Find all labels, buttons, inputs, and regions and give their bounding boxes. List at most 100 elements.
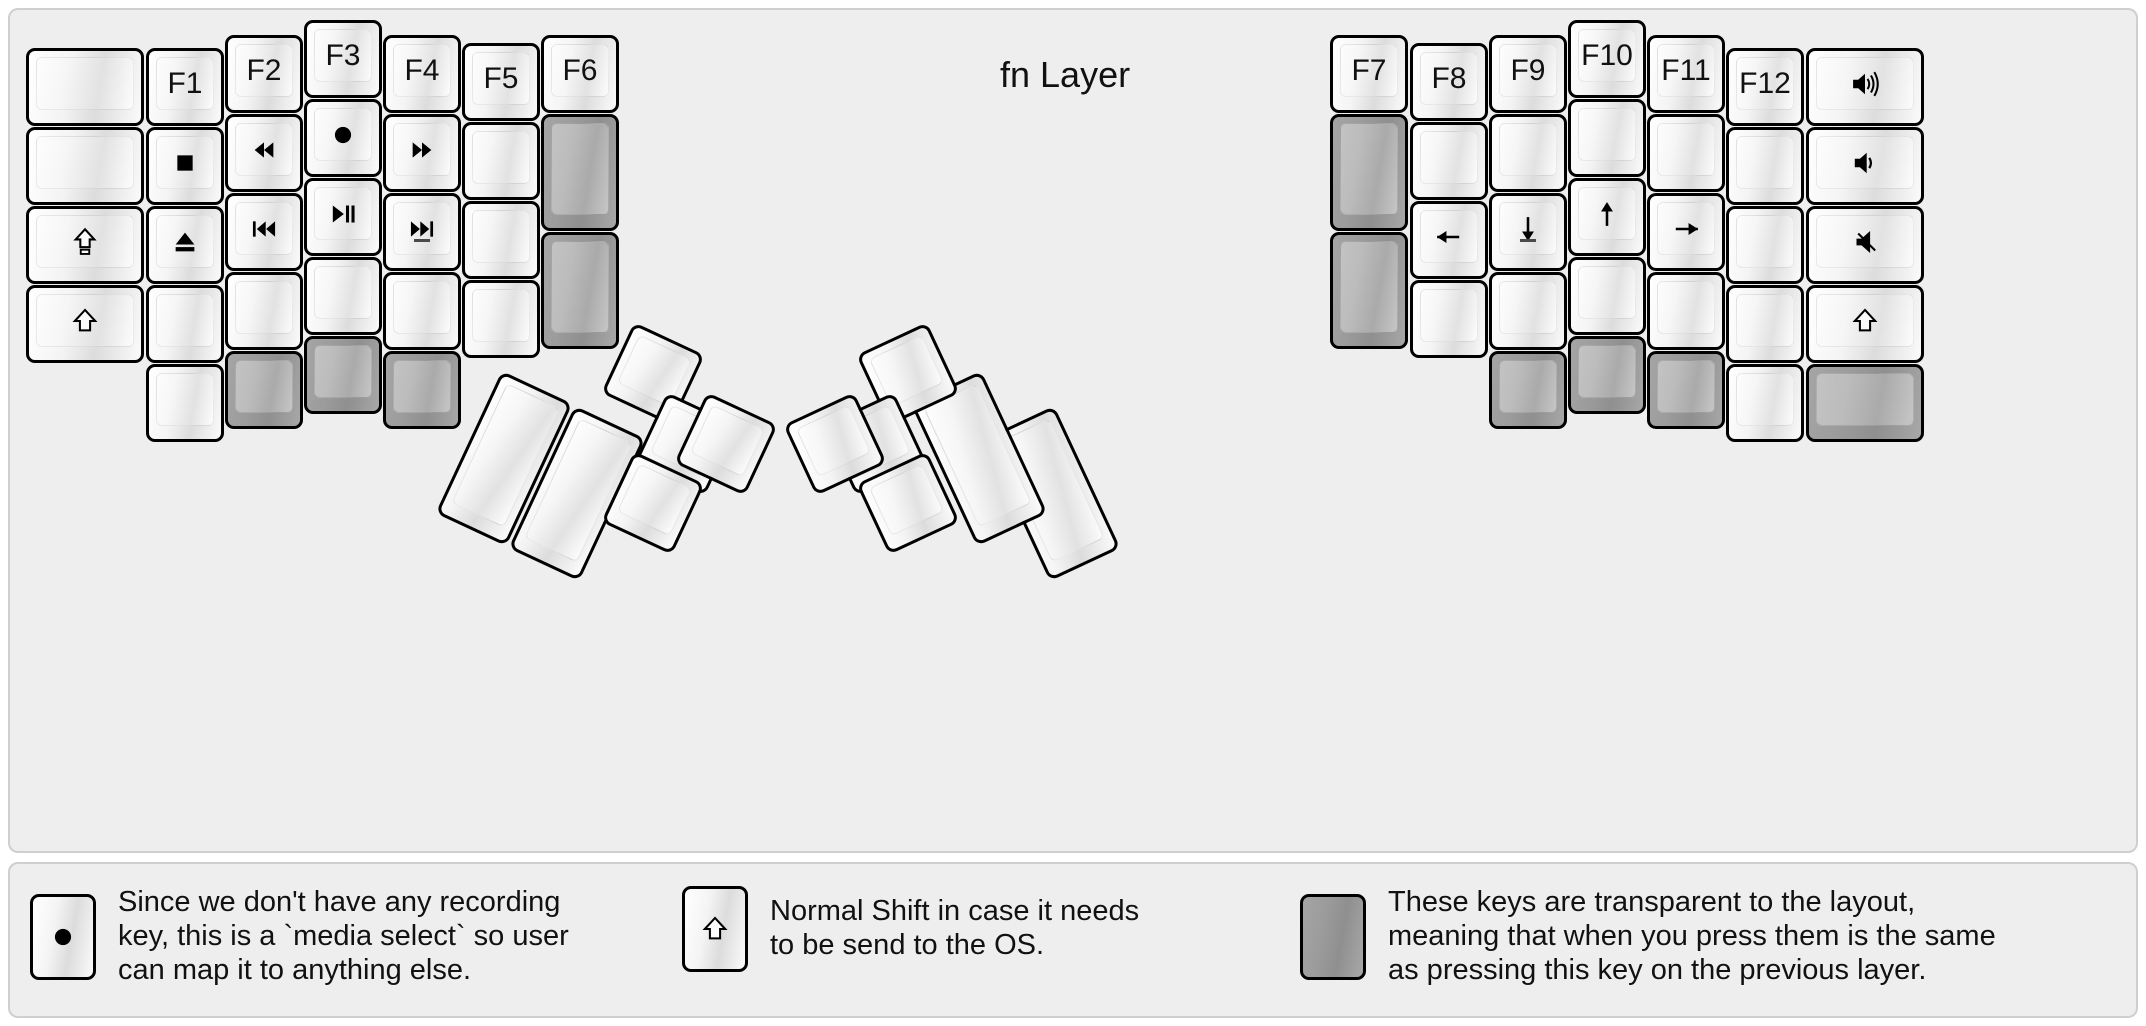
right-col-inner-r-key-2[interactable] <box>1330 114 1408 231</box>
left-col-pinky-outer-key-1[interactable] <box>26 48 144 126</box>
left-col-middle-key-5[interactable] <box>304 336 382 414</box>
keycap-surface <box>689 404 765 478</box>
key-arrow-left[interactable] <box>1410 201 1488 279</box>
keycap-surface <box>1340 241 1398 333</box>
right-col-index-r-key-2[interactable] <box>1489 114 1567 192</box>
left-col-pinky-outer-key-2[interactable] <box>26 127 144 205</box>
key-caps-lock-shift[interactable] <box>26 206 144 284</box>
right-col-ring-r-key-5[interactable] <box>1647 351 1725 429</box>
key-media-record[interactable] <box>304 99 382 177</box>
key-media-stop[interactable] <box>146 127 224 205</box>
right-col-pinky-r-key-2[interactable] <box>1726 127 1804 205</box>
right-col-middle-r-key-4[interactable] <box>1568 257 1646 335</box>
key-label: F1 <box>167 66 203 100</box>
keycap-surface <box>1736 373 1794 426</box>
key-f3[interactable]: F3 <box>304 20 382 98</box>
keycap-surface <box>1816 294 1914 347</box>
key-f9[interactable]: F9 <box>1489 35 1567 113</box>
keycap-surface <box>1578 266 1636 319</box>
key-media-fast-forward[interactable] <box>383 114 461 192</box>
left-col-inner-key-3[interactable] <box>541 232 619 349</box>
key-f10[interactable]: F10 <box>1568 20 1646 98</box>
right-col-ring-r-key-4[interactable] <box>1647 272 1725 350</box>
right-col-inner-r-key-3[interactable] <box>1330 232 1408 349</box>
arrow-left-icon <box>1437 230 1460 243</box>
volume-down-icon <box>1854 152 1873 173</box>
right-col-pinky-r-key-5[interactable] <box>1726 364 1804 442</box>
key-label: F2 <box>246 53 282 87</box>
media-record-icon <box>54 928 72 945</box>
keycap-surface <box>314 187 372 240</box>
keycap-surface <box>235 202 293 255</box>
arrow-down-icon <box>1522 216 1534 241</box>
key-f1[interactable]: F1 <box>146 48 224 126</box>
key-f8[interactable]: F8 <box>1410 43 1488 121</box>
key-volume-down[interactable] <box>1806 127 1924 205</box>
legend-item-2: Normal Shift in case it needs to be send… <box>682 886 1139 972</box>
keycap-surface <box>36 294 134 347</box>
left-col-index-inner-key-4[interactable] <box>462 280 540 358</box>
keycap-surface <box>235 123 293 176</box>
keycap-surface <box>314 108 372 161</box>
legend-item-3: These keys are transparent to the layout… <box>1300 886 1996 988</box>
keycap-surface <box>314 266 372 319</box>
right-col-index-r-key-4[interactable] <box>1489 272 1567 350</box>
key-shift[interactable] <box>1806 285 1924 363</box>
left-col-index-inner-key-2[interactable] <box>462 122 540 200</box>
key-label: F8 <box>1431 61 1467 95</box>
keycap-surface <box>393 202 451 255</box>
key-f4[interactable]: F4 <box>383 35 461 113</box>
right-col-index-inner-r-key-2[interactable] <box>1410 122 1488 200</box>
key-media-next-track[interactable] <box>383 193 461 271</box>
volume-mute-icon <box>1856 230 1876 253</box>
key-f7[interactable]: F7 <box>1330 35 1408 113</box>
left-col-ring-key-5[interactable] <box>225 351 303 429</box>
left-col-pinky-key-4[interactable] <box>146 285 224 363</box>
left-col-pinky-key-5[interactable] <box>146 364 224 442</box>
right-col-pinky-outer-r-key-5[interactable] <box>1806 364 1924 442</box>
key-volume-up[interactable] <box>1806 48 1924 126</box>
right-col-pinky-r-key-3[interactable] <box>1726 206 1804 284</box>
key-media-eject[interactable] <box>146 206 224 284</box>
keycap-surface <box>472 131 530 184</box>
left-col-inner-key-2[interactable] <box>541 114 619 231</box>
keycap-surface: F1 <box>156 57 214 110</box>
key-label: F9 <box>1510 53 1546 87</box>
key-media-rewind[interactable] <box>225 114 303 192</box>
key-arrow-down[interactable] <box>1489 193 1567 271</box>
keycap-surface <box>393 123 451 176</box>
keycap-surface <box>156 136 214 189</box>
key-media-prev-track[interactable] <box>225 193 303 271</box>
left-col-middle-key-4[interactable] <box>304 257 382 335</box>
key-arrow-up[interactable] <box>1568 178 1646 256</box>
key-volume-mute[interactable] <box>1806 206 1924 284</box>
right-col-middle-r-key-2[interactable] <box>1568 99 1646 177</box>
right-col-index-r-key-5[interactable] <box>1489 351 1567 429</box>
left-col-index-key-5[interactable] <box>383 351 461 429</box>
key-f5[interactable]: F5 <box>462 43 540 121</box>
right-col-middle-r-key-5[interactable] <box>1568 336 1646 414</box>
key-media-play-pause[interactable] <box>304 178 382 256</box>
keycap-surface <box>235 281 293 334</box>
right-col-pinky-r-key-4[interactable] <box>1726 285 1804 363</box>
keycap-surface <box>1736 294 1794 347</box>
media-next-track-icon <box>410 220 434 237</box>
key-shift[interactable] <box>26 285 144 363</box>
keycap-surface <box>156 373 214 426</box>
key-label: F7 <box>1351 53 1387 87</box>
keycap-surface <box>393 281 451 334</box>
left-col-index-key-4[interactable] <box>383 272 461 350</box>
left-col-index-inner-key-3[interactable] <box>462 201 540 279</box>
keycap-surface: F10 <box>1578 29 1636 82</box>
right-col-ring-r-key-2[interactable] <box>1647 114 1725 192</box>
key-arrow-right[interactable] <box>1647 193 1725 271</box>
key-f11[interactable]: F11 <box>1647 35 1725 113</box>
key-f12[interactable]: F12 <box>1726 48 1804 126</box>
key-label: F10 <box>1581 38 1633 72</box>
left-col-ring-key-4[interactable] <box>225 272 303 350</box>
keycap-surface <box>1816 215 1914 268</box>
right-col-index-inner-r-key-4[interactable] <box>1410 280 1488 358</box>
key-f6[interactable]: F6 <box>541 35 619 113</box>
legend-item-1: Since we don't have any recording key, t… <box>30 886 569 988</box>
key-f2[interactable]: F2 <box>225 35 303 113</box>
